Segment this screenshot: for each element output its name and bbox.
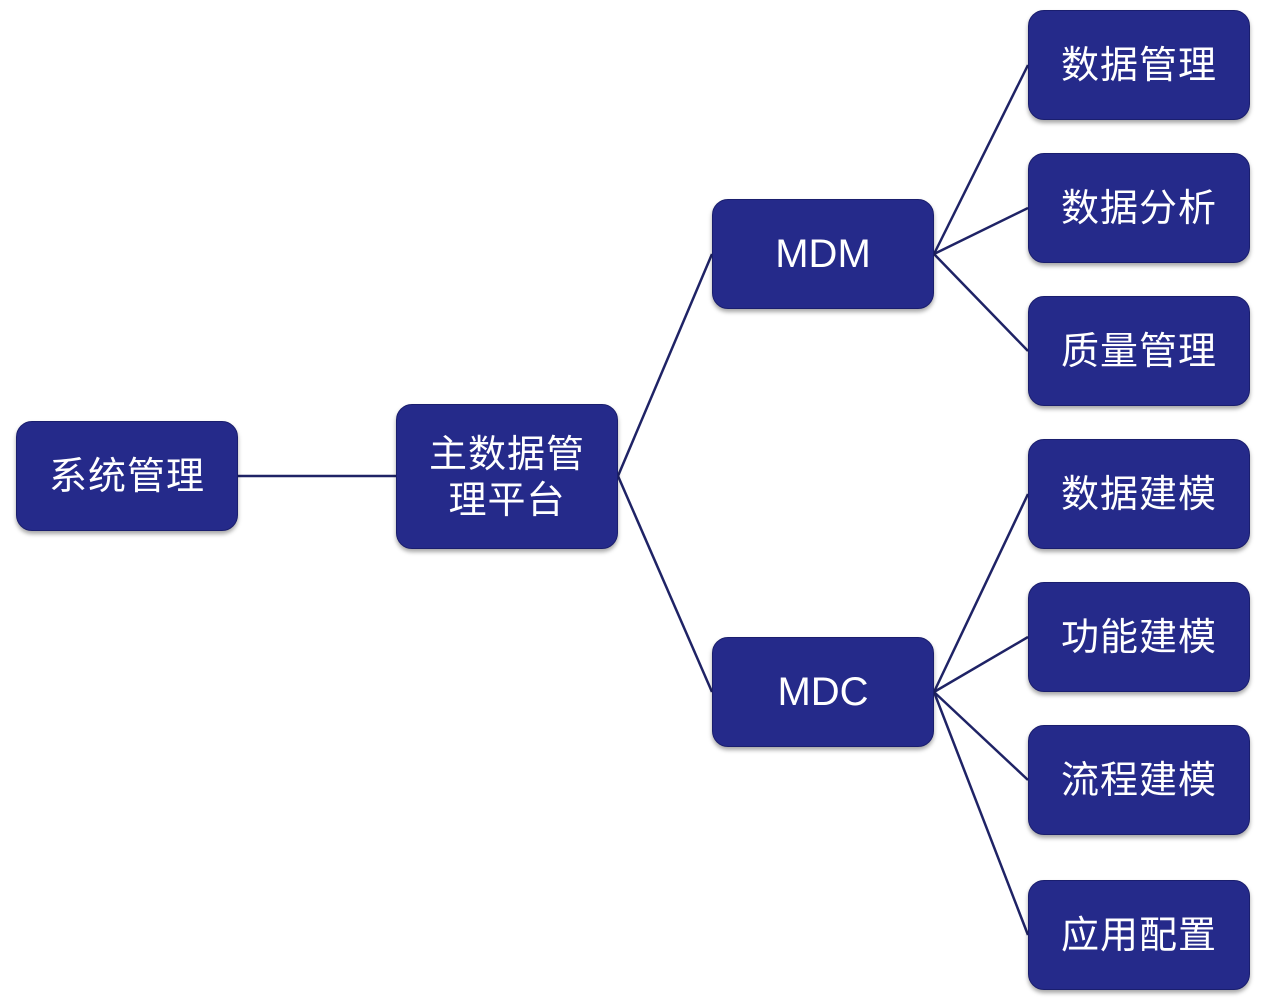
node-label: MDM xyxy=(775,232,871,276)
edge-mdc-child-4 xyxy=(932,691,1030,936)
node-data-analysis: 数据分析 xyxy=(1028,153,1250,263)
edge-platform-mdc xyxy=(616,475,714,693)
node-label: 数据管理 xyxy=(1060,43,1217,87)
node-function-modeling: 功能建模 xyxy=(1028,582,1250,692)
node-master-data-platform: 主数据管理平台 xyxy=(396,404,618,549)
node-label: 系统管理 xyxy=(48,454,205,498)
node-data-management: 数据管理 xyxy=(1028,10,1250,120)
node-system-management: 系统管理 xyxy=(16,421,238,531)
node-label: 质量管理 xyxy=(1060,329,1217,373)
node-mdm: MDM xyxy=(712,199,934,309)
edge-mdm-child-3 xyxy=(933,253,1029,352)
node-label: 功能建模 xyxy=(1060,615,1217,659)
node-label: 主数据管理平台 xyxy=(428,431,585,522)
node-label: 流程建模 xyxy=(1060,758,1217,802)
node-data-modeling: 数据建模 xyxy=(1028,439,1250,549)
edge-mdm-child-2 xyxy=(933,206,1029,256)
edge-mdm-child-1 xyxy=(932,64,1030,255)
node-application-config: 应用配置 xyxy=(1028,880,1250,990)
edge-mdc-child-2 xyxy=(933,635,1029,694)
node-label: 数据分析 xyxy=(1060,186,1217,230)
edge-mdc-child-3 xyxy=(933,691,1029,781)
node-label: 应用配置 xyxy=(1060,913,1217,957)
node-label: 数据建模 xyxy=(1060,472,1217,516)
node-process-modeling: 流程建模 xyxy=(1028,725,1250,835)
node-quality-management: 质量管理 xyxy=(1028,296,1250,406)
node-mdc: MDC xyxy=(712,637,934,747)
edge-mdc-child-1 xyxy=(932,493,1030,693)
node-label: MDC xyxy=(777,670,869,714)
edge-platform-mdm xyxy=(616,253,714,477)
